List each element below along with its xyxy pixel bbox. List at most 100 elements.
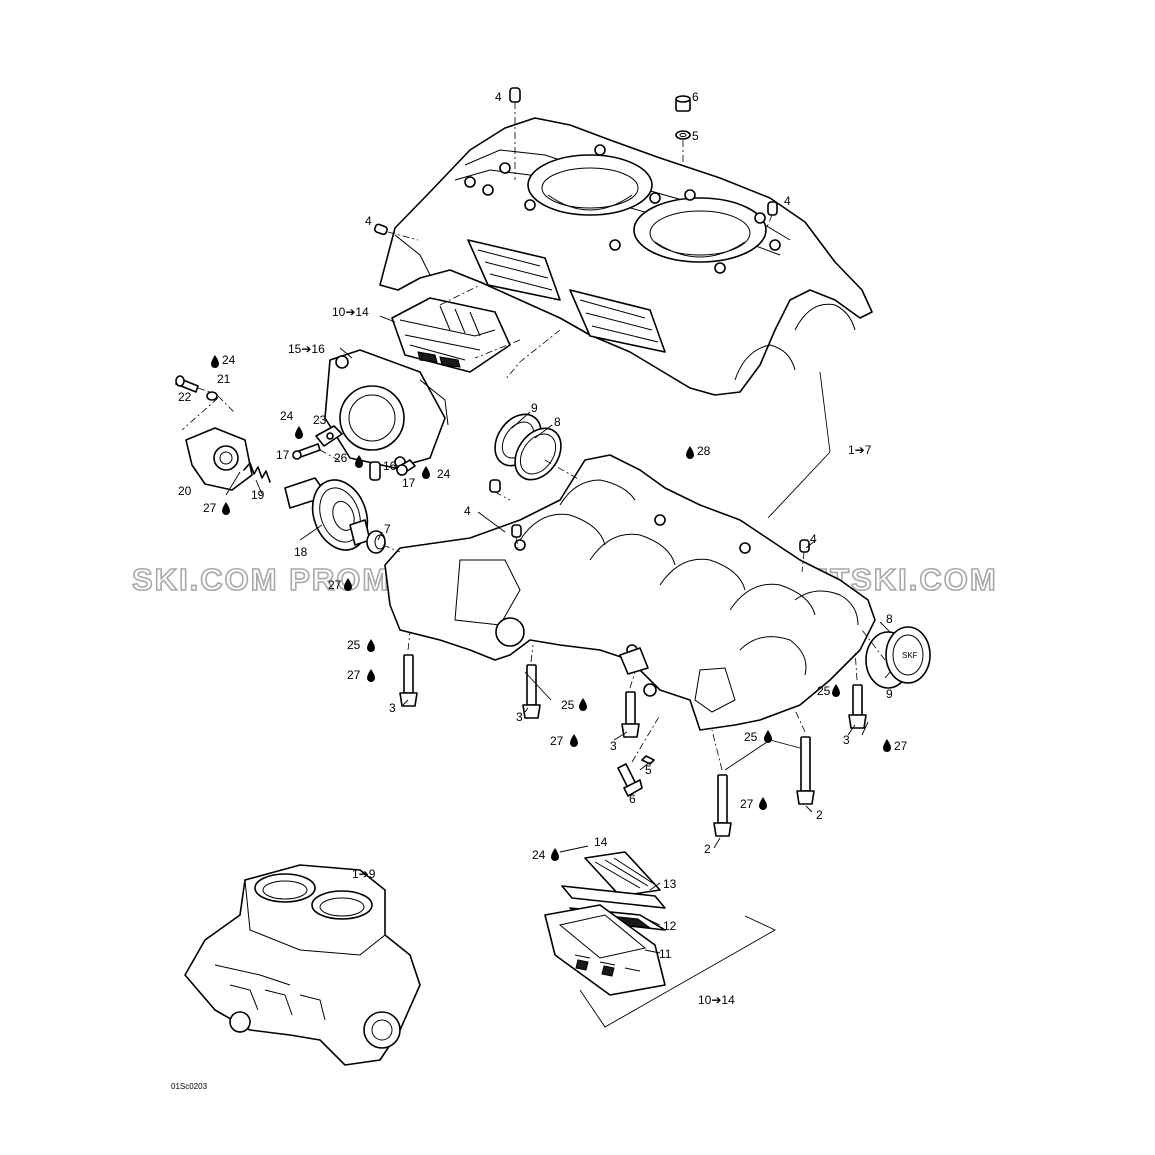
drop-icon	[344, 578, 352, 591]
callout-label: 24	[532, 848, 546, 862]
callout-label: 5	[645, 763, 652, 777]
callout-label: 7	[384, 522, 391, 536]
callout-label: 1➔7	[848, 443, 872, 457]
callout-label: 3	[610, 739, 617, 753]
reed-valve-assembly-upper	[391, 297, 511, 373]
callout-label: 4	[464, 504, 471, 518]
lubricant-drop-icons	[211, 355, 891, 861]
callout-label: 8	[554, 415, 561, 429]
callout-label: 6	[629, 792, 636, 806]
crankcase-bolts	[399, 654, 867, 837]
drop-icon	[211, 355, 219, 368]
callout-label: 19	[251, 488, 265, 502]
callout-label: 25	[817, 684, 831, 698]
callout-label: 27	[203, 501, 217, 515]
callout-label: 26	[334, 451, 348, 465]
drop-icon	[579, 698, 587, 711]
callout-label: 28	[697, 444, 711, 458]
callout-label: 4	[495, 90, 502, 104]
callout-label: 16	[383, 459, 397, 473]
callout-label: 24	[222, 353, 236, 367]
screw-17-left	[292, 443, 321, 460]
svg-text:SKF: SKF	[902, 651, 918, 660]
drop-icon	[367, 669, 375, 682]
screw-and-washer-top	[675, 95, 691, 140]
callout-label: 4	[810, 532, 817, 546]
valve-housing	[324, 349, 449, 469]
drop-icon	[832, 684, 840, 697]
callout-label: 25	[561, 698, 575, 712]
drop-icon	[295, 426, 303, 439]
callout-labels: 4 6 5 4 4 10➔14 15➔16 24 21 22 24 23 17 …	[178, 90, 908, 1007]
callout-label: 27	[347, 668, 361, 682]
callout-label: 24	[280, 409, 294, 423]
callout-label: 4	[365, 214, 372, 228]
cap-7	[366, 530, 386, 554]
cylinder-bore-pto	[633, 197, 767, 263]
callout-label: 18	[294, 545, 308, 559]
callout-label: 22	[178, 390, 192, 404]
callout-label: 21	[217, 372, 231, 386]
callout-leaders	[225, 315, 891, 1028]
callout-label: 14	[594, 835, 608, 849]
drop-icon	[686, 446, 694, 459]
assembly-dash-lines	[181, 102, 886, 771]
drop-icon	[222, 502, 230, 515]
callout-label: 11	[659, 947, 672, 961]
intake-window-mag	[467, 239, 561, 301]
callout-label: 17	[276, 448, 290, 462]
drop-icon	[759, 797, 767, 810]
callout-label: 12	[663, 919, 677, 933]
crank-seal-mag	[494, 413, 562, 481]
callout-label: 8	[886, 612, 893, 626]
plug-26	[369, 461, 381, 481]
callout-label: 6	[692, 90, 699, 104]
callout-label: 17	[402, 476, 416, 490]
callout-label: 5	[692, 129, 699, 143]
reed-valve-exploded	[544, 851, 666, 996]
drop-icon	[883, 739, 891, 752]
bracket-20	[185, 427, 253, 491]
callout-label: 15➔16	[288, 342, 325, 356]
callout-label: 24	[437, 467, 451, 481]
cylinder-bore-mag	[527, 154, 653, 216]
reed-petal-14	[584, 851, 661, 897]
drop-icon	[367, 639, 375, 652]
callout-label: 25	[347, 638, 361, 652]
drop-icon	[764, 730, 772, 743]
spring-19	[243, 462, 271, 483]
drop-icon	[355, 455, 363, 468]
drawing-code: 01Sc0203	[171, 1082, 208, 1091]
callout-label: 3	[516, 710, 523, 724]
callout-label: 4	[784, 194, 791, 208]
screw-22	[175, 375, 199, 393]
callout-label: 25	[744, 730, 758, 744]
callout-label: 23	[313, 413, 327, 427]
lower-crankcase-half	[384, 454, 876, 731]
upper-crankcase-half	[379, 117, 873, 396]
drop-icon	[551, 848, 559, 861]
screw-17-right	[395, 459, 416, 476]
drive-gear-18	[284, 477, 371, 551]
callout-label: 2	[816, 808, 823, 822]
callout-label: 20	[178, 484, 192, 498]
callout-label: 9	[531, 401, 538, 415]
reed-body-11	[544, 904, 666, 996]
callout-label: 2	[704, 842, 711, 856]
screw-and-washer-bottom	[617, 755, 655, 797]
callout-label: 9	[886, 687, 893, 701]
callout-label: 3	[843, 733, 850, 747]
drop-icon	[570, 734, 578, 747]
stopper-13	[561, 885, 666, 909]
callout-label: 27	[328, 578, 342, 592]
washer-21	[206, 391, 218, 401]
callout-label: 10➔14	[698, 993, 735, 1007]
callout-label: 10➔14	[332, 305, 369, 319]
callout-label: 27	[550, 734, 564, 748]
callout-label: 13	[663, 877, 677, 891]
assembled-engine-thumbnail	[184, 864, 421, 1066]
callout-label: 3	[389, 701, 396, 715]
drop-icon	[422, 466, 430, 479]
crank-seal-pto: SKF	[865, 626, 931, 689]
